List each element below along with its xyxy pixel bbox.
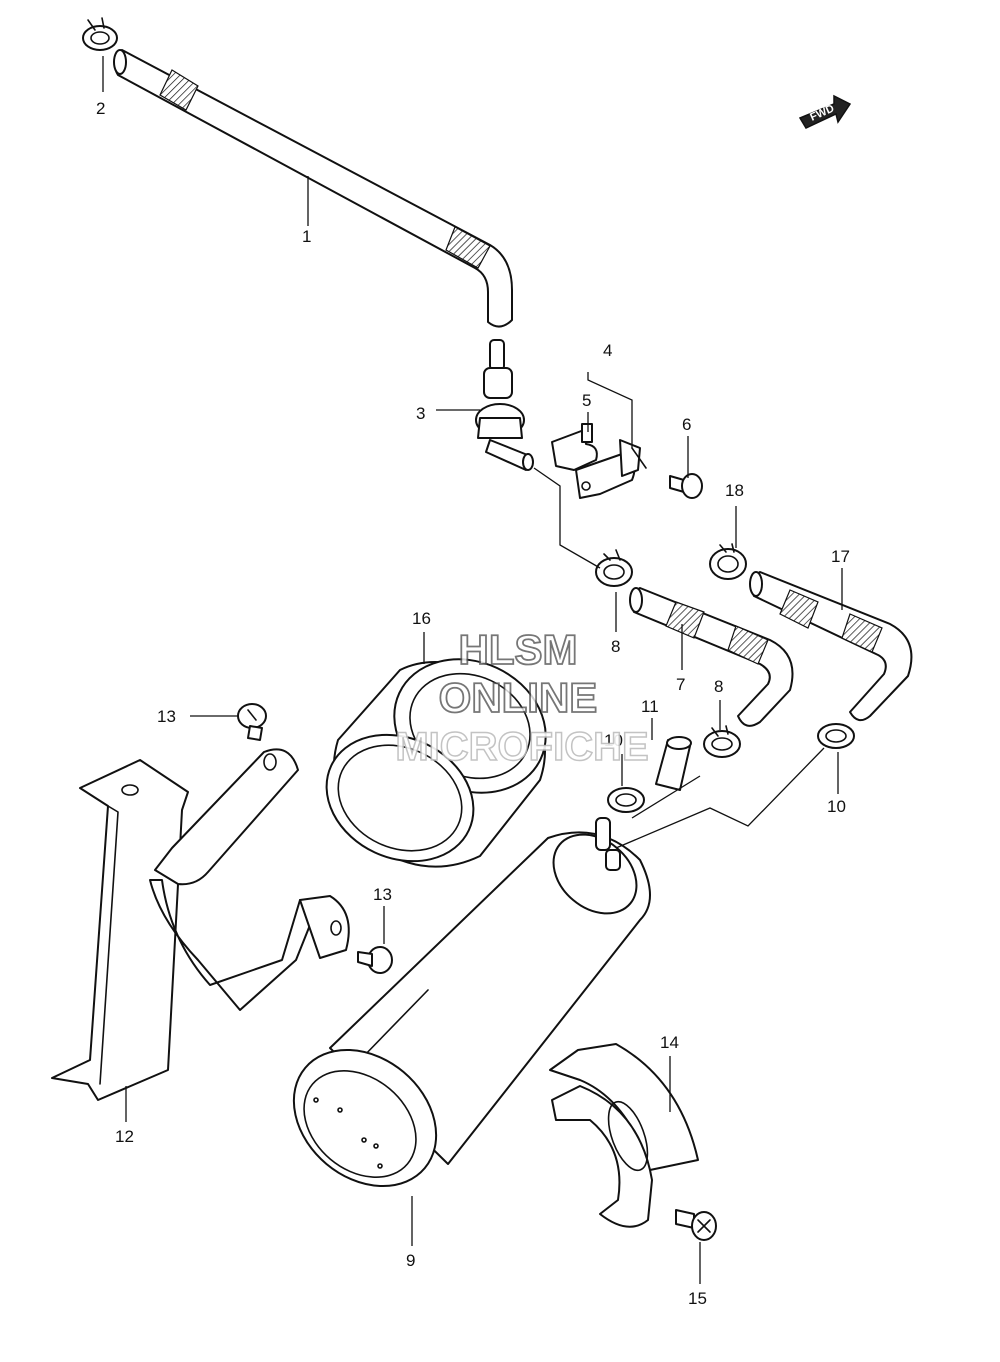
part-12-mounting-bracket[interactable] [51, 748, 350, 1101]
part-4-bracket-assembly[interactable] [575, 439, 647, 499]
part-10-hose-clamp-left[interactable] [607, 787, 645, 813]
part-7-bent-hose[interactable] [629, 587, 794, 727]
callout-2: 2 [96, 99, 105, 118]
callout-6: 6 [682, 415, 691, 434]
part-18-hose-clamp[interactable] [709, 543, 747, 580]
callout-18: 18 [725, 481, 744, 500]
watermark-line-2: ONLINE [439, 674, 598, 721]
watermark: HLSM ONLINE MICROFICHE [395, 625, 650, 770]
callout-12: 12 [115, 1127, 134, 1146]
part-11-short-hose[interactable] [655, 736, 692, 791]
part-3-fuel-valve[interactable] [475, 339, 534, 471]
callout-13-lower: 13 [373, 885, 392, 904]
callout-leaders [102, 56, 843, 1284]
part-16-cushion-ring[interactable] [306, 635, 568, 884]
callout-17: 17 [831, 547, 850, 566]
forward-direction-badge: FWD [798, 94, 852, 129]
callout-1: 1 [302, 227, 311, 246]
part-17-bent-hose[interactable] [749, 571, 913, 722]
part-5-bracket-half[interactable] [551, 423, 598, 471]
callout-labels: 2 1 3 4 5 6 18 17 16 8 7 8 11 13 10 10 1… [96, 99, 850, 1308]
callout-15: 15 [688, 1289, 707, 1308]
part-13-screw-lower[interactable] [357, 946, 393, 974]
part-8-hose-clamp-lower[interactable] [703, 725, 741, 758]
callout-9: 9 [406, 1251, 415, 1270]
callout-8-lower: 8 [714, 677, 723, 696]
callout-3: 3 [416, 404, 425, 423]
callout-4: 4 [603, 341, 612, 360]
callout-5: 5 [582, 391, 591, 410]
callout-14: 14 [660, 1033, 679, 1052]
part-15-screw[interactable] [675, 1209, 717, 1241]
part-10-hose-clamp-right[interactable] [817, 723, 855, 749]
part-13-screw-upper[interactable] [237, 703, 267, 741]
callout-10-left: 10 [604, 731, 623, 750]
callout-11: 11 [641, 697, 659, 716]
hose-routing-lines [533, 467, 825, 849]
part-6-screw[interactable] [669, 473, 703, 499]
callout-7: 7 [676, 675, 685, 694]
watermark-line-3: MICROFICHE [395, 725, 648, 769]
part-2-hose-clamp[interactable] [82, 17, 118, 51]
watermark-line-1: HLSM [459, 626, 578, 673]
part-9-evap-canister[interactable] [267, 817, 652, 1214]
callout-16: 16 [412, 609, 431, 628]
part-8-hose-clamp-upper[interactable] [595, 549, 633, 587]
callout-10-right: 10 [827, 797, 846, 816]
part-1-long-hose[interactable] [113, 49, 513, 328]
callout-13-upper: 13 [157, 707, 176, 726]
callout-8-upper: 8 [611, 637, 620, 656]
part-14-retaining-strap[interactable] [549, 1043, 699, 1228]
